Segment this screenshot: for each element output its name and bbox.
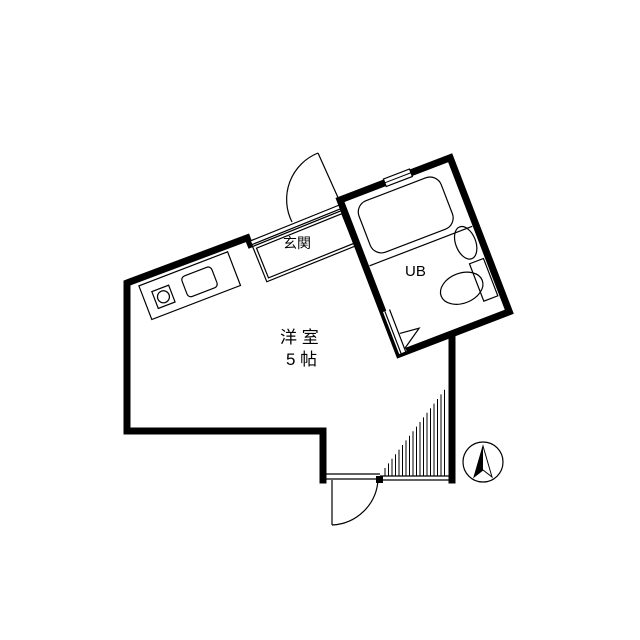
bathroom xyxy=(335,153,514,359)
kitchen-counter xyxy=(138,251,242,321)
entrance-door xyxy=(286,152,341,223)
balcony-hatch xyxy=(384,389,445,476)
room-name-label: 洋 室 xyxy=(280,328,319,347)
toilet-icon xyxy=(439,271,484,305)
walls xyxy=(123,233,456,484)
main-wall xyxy=(123,233,327,484)
north-arrow-icon xyxy=(462,441,504,483)
entrance-label: 玄関 xyxy=(283,235,311,251)
stove-icon xyxy=(151,284,176,310)
sink-icon xyxy=(181,266,218,298)
entrance-area xyxy=(243,203,359,283)
bottom-door xyxy=(331,479,379,526)
bathtub-icon xyxy=(357,176,454,254)
toilet-tank xyxy=(468,257,499,302)
bath-label: UB xyxy=(405,263,426,280)
washbasin-icon xyxy=(453,225,478,260)
room-size-label: 5 帖 xyxy=(286,350,317,369)
